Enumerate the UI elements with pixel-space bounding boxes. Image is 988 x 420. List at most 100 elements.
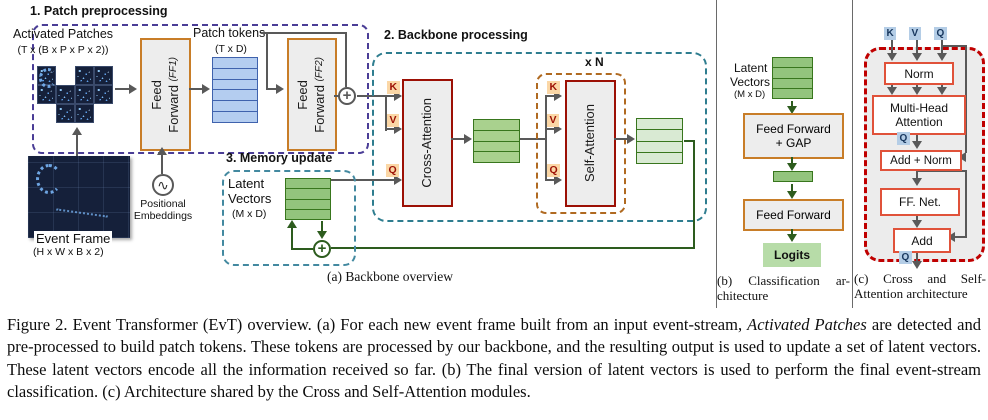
arrowhead xyxy=(787,163,797,171)
connector xyxy=(916,40,918,54)
ff-label: Feed Forward xyxy=(756,208,831,222)
feedback-connector xyxy=(684,140,695,142)
connector xyxy=(916,249,918,262)
k-input-label: K xyxy=(884,27,897,40)
connector xyxy=(916,167,918,179)
cross-attention-module: Cross-Attention xyxy=(402,79,453,207)
q-input-label: Q xyxy=(547,164,561,177)
skip-connector xyxy=(942,45,967,47)
connector xyxy=(545,179,557,181)
positional-label-line2: Embeddings xyxy=(133,210,193,222)
k-input-label: K xyxy=(547,81,560,94)
arrowhead xyxy=(394,175,402,185)
connector xyxy=(291,227,293,250)
add-module: Add xyxy=(893,228,951,253)
activated-patches-label: Activated Patches xyxy=(12,27,114,41)
arrowhead xyxy=(554,124,562,134)
caption-italic: Activated Patches xyxy=(747,315,867,334)
ff2-line2: Forward xyxy=(312,81,327,133)
arrowhead xyxy=(627,134,635,144)
multi-head-attention-module: Multi-Head Attention xyxy=(872,95,966,135)
k-input-label: K xyxy=(387,81,400,94)
panel-b-caption-line2: chitecture xyxy=(717,288,769,303)
ff1-line2: Forward xyxy=(165,81,181,133)
feed-forward-module: Feed Forward xyxy=(743,199,844,231)
self-attention-module: Self-Attention xyxy=(565,80,616,207)
mha-line2: Attention xyxy=(895,115,943,129)
arrowhead xyxy=(464,134,472,144)
ff-net-module: FF. Net. xyxy=(880,188,960,216)
latent-dims: (M x D) xyxy=(734,89,766,100)
event-frame-image xyxy=(28,156,130,238)
panel-divider xyxy=(716,0,717,308)
arrowhead xyxy=(937,87,947,95)
ff1-tag: (FF1) xyxy=(167,56,179,82)
q-intermediate-label: Q xyxy=(897,132,910,145)
connector xyxy=(334,95,339,97)
logits-output: Logits xyxy=(763,243,821,267)
arrowhead xyxy=(394,124,402,134)
q-input-label: Q xyxy=(934,27,947,40)
add-label: Add xyxy=(911,233,933,248)
patch-tokens-dims: (T x D) xyxy=(215,43,247,55)
step1-title: 1. Patch preprocessing xyxy=(30,4,168,18)
backbone-output-stack xyxy=(636,118,683,164)
connector xyxy=(189,88,204,90)
connector xyxy=(451,138,466,140)
add-norm-label: Add + Norm xyxy=(890,154,952,167)
add-operator-icon: + xyxy=(338,87,356,105)
arrowhead xyxy=(394,91,402,101)
connector xyxy=(545,95,557,97)
connector xyxy=(385,95,397,97)
skip-connector xyxy=(954,236,967,238)
figure-caption: Figure 2. Event Transformer (EvT) overvi… xyxy=(7,314,981,404)
connector xyxy=(791,157,793,164)
patch-tokens-stack xyxy=(212,57,258,123)
arrowhead xyxy=(157,147,167,155)
q-input-label: Q xyxy=(386,164,400,177)
connector xyxy=(76,135,78,156)
connector xyxy=(266,33,268,89)
intermediate-token-stack xyxy=(473,119,520,163)
arrowhead xyxy=(787,234,797,242)
add-norm-module: Add + Norm xyxy=(880,150,962,171)
panel-c-caption-line1: (c) Cross and Self- xyxy=(854,271,986,286)
connector xyxy=(266,88,278,90)
activated-patches-dims: (T x (B x P x P x 2)) xyxy=(17,44,109,56)
latent-label-line2: Vectors xyxy=(730,75,771,89)
repeat-label: x N xyxy=(585,55,604,69)
step2-title: 2. Backbone processing xyxy=(384,28,528,42)
connector xyxy=(520,138,546,140)
panel-a-caption: (a) Backbone overview xyxy=(327,269,453,284)
connector xyxy=(321,221,323,232)
repeat-region xyxy=(536,73,626,214)
ff-net-label: FF. Net. xyxy=(898,195,941,209)
self-attention-label: Self-Attention xyxy=(582,104,598,183)
ff-gap-line1: Feed Forward xyxy=(756,122,831,136)
patch-tokens-label: Patch tokens xyxy=(193,26,266,40)
connector xyxy=(331,179,395,181)
v-input-label: V xyxy=(909,27,921,40)
arrowhead xyxy=(276,84,284,94)
memory-update-region xyxy=(222,170,356,266)
feedback-connector xyxy=(331,247,695,249)
patch-preprocessing-region xyxy=(32,24,369,154)
arrowhead xyxy=(787,106,797,114)
arrowhead xyxy=(887,53,897,61)
connector xyxy=(385,128,397,130)
arrowhead xyxy=(72,127,82,135)
latent-dims: (M x D) xyxy=(232,208,267,220)
v-input-label: V xyxy=(547,114,560,127)
arrowhead xyxy=(937,53,947,61)
connector xyxy=(941,40,943,54)
latent-vectors-stack xyxy=(772,57,813,99)
skip-connector xyxy=(345,32,347,87)
arrowhead xyxy=(554,175,562,185)
norm-label: Norm xyxy=(904,66,934,81)
cross-attention-label: Cross-Attention xyxy=(419,98,435,188)
panel-divider xyxy=(852,0,853,308)
arrowhead xyxy=(912,261,922,269)
skip-connector xyxy=(965,45,967,153)
connector xyxy=(161,155,163,174)
